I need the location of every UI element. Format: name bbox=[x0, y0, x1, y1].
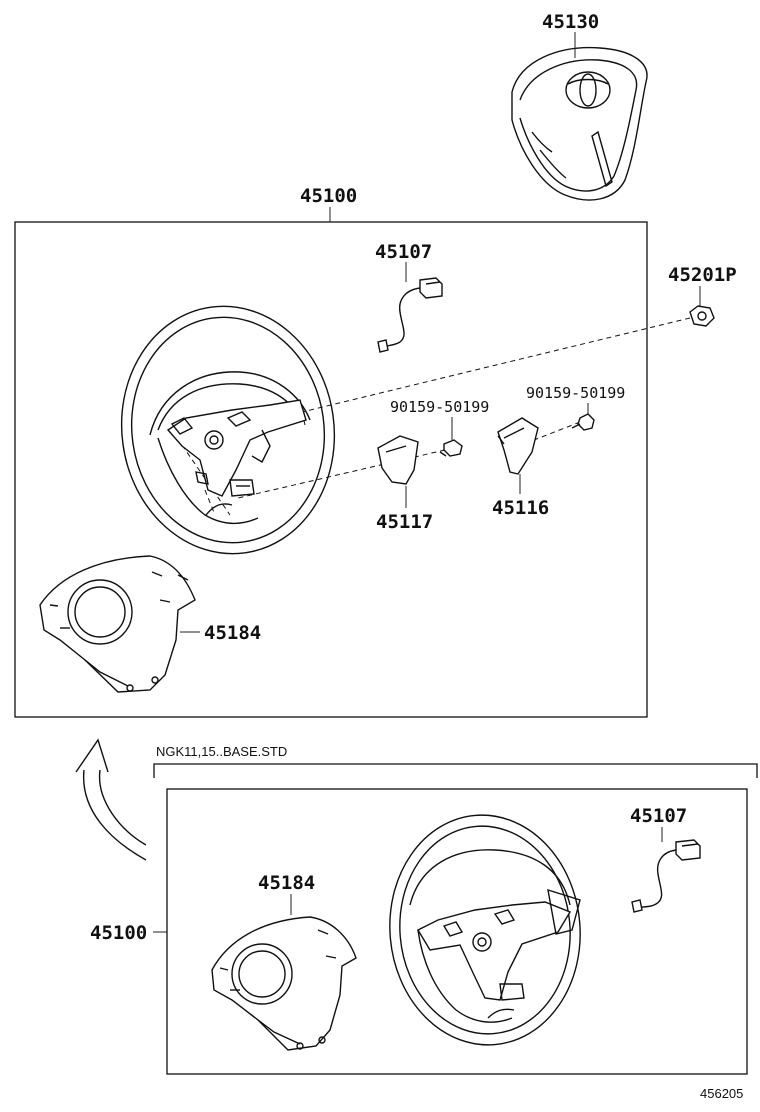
lower-cover-lower bbox=[211, 916, 357, 1051]
label-screw-right: 90159-50199 bbox=[526, 384, 625, 402]
steering-wheel-upper bbox=[120, 305, 336, 555]
steering-wheel-lower bbox=[389, 814, 581, 1046]
cover-right bbox=[497, 417, 539, 475]
wire-harness-lower bbox=[631, 839, 701, 913]
label-wheel-upper: 45100 bbox=[300, 185, 357, 207]
label-nut: 45201P bbox=[668, 264, 737, 286]
label-wheel-lower: 45100 bbox=[90, 922, 147, 944]
label-airbag: 45130 bbox=[542, 11, 599, 33]
wire-harness-upper bbox=[377, 277, 443, 353]
cover-left bbox=[377, 435, 419, 485]
label-cover-right: 45116 bbox=[492, 497, 549, 519]
screw-left bbox=[439, 439, 463, 457]
label-wire-lower: 45107 bbox=[630, 805, 687, 827]
diagram-code: 456205 bbox=[700, 1086, 743, 1101]
upper-assembly-frame bbox=[14, 221, 648, 718]
screw-right bbox=[571, 413, 595, 431]
curved-arrow bbox=[75, 738, 147, 861]
label-cover-left: 45117 bbox=[376, 511, 433, 533]
lower-cover-upper bbox=[39, 555, 196, 693]
label-lower-cover-upper: 45184 bbox=[204, 622, 261, 644]
nut-part bbox=[689, 305, 715, 327]
airbag-assembly bbox=[511, 46, 648, 201]
label-lower-cover-lower: 45184 bbox=[258, 872, 315, 894]
label-screw-left: 90159-50199 bbox=[390, 398, 489, 416]
label-wire-upper: 45107 bbox=[375, 241, 432, 263]
variant-note: NGK11,15..BASE.STD bbox=[156, 744, 287, 759]
